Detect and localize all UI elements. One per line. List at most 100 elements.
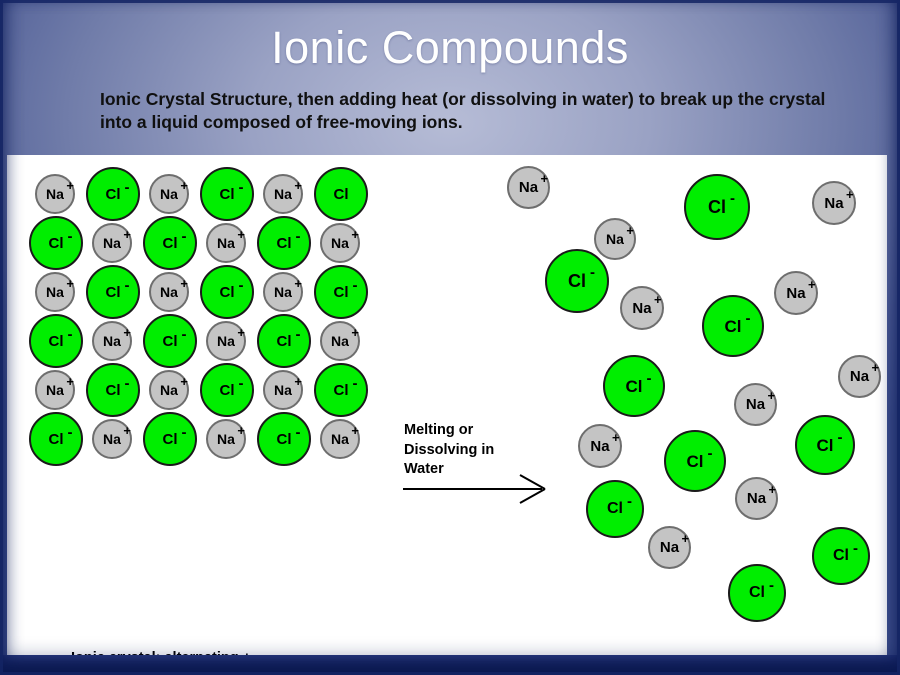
ion-charge: - (181, 227, 187, 245)
chloride-ion: Cl- (257, 314, 311, 368)
ion-charge: - (67, 325, 73, 343)
chloride-ion: Cl- (603, 355, 665, 417)
sodium-ion: Na+ (149, 174, 189, 214)
ion-charge: - (352, 374, 358, 392)
ion-symbol: Na+ (331, 423, 359, 447)
ion-symbol: Cl- (105, 276, 130, 301)
ion-symbol: Na+ (331, 227, 359, 251)
ion-charge: - (124, 374, 130, 392)
chloride-ion: Cl- (545, 249, 609, 313)
chloride-ion: Cl- (684, 174, 750, 240)
ion-charge: + (612, 429, 620, 445)
chloride-ion: Cl- (29, 412, 83, 466)
ion-charge: - (745, 309, 751, 327)
ion-symbol: Na+ (160, 374, 188, 398)
ion-charge: - (181, 423, 187, 441)
ion-charge: - (646, 369, 652, 387)
ion-symbol: Cl- (607, 493, 632, 517)
sodium-ion: Na+ (263, 174, 303, 214)
slide-bottom-bar (0, 655, 900, 675)
ion-charge: + (654, 291, 662, 307)
sodium-ion: Na+ (648, 526, 691, 569)
ion-symbol: Cl- (219, 374, 244, 399)
ion-charge: + (681, 531, 690, 546)
ion-charge: - (67, 227, 73, 245)
ion-symbol: Na+ (217, 325, 245, 349)
ion-charge: - (238, 178, 244, 196)
ion-charge: + (767, 388, 776, 403)
ion-symbol: Cl- (724, 309, 751, 336)
ion-symbol: Na+ (746, 482, 777, 507)
chloride-ion: Cl- (257, 216, 311, 270)
ion-charge: - (67, 423, 73, 441)
ion-symbol: Cl- (48, 227, 73, 252)
sodium-ion: Na+ (320, 419, 360, 459)
sodium-ion: Na+ (578, 424, 622, 468)
chloride-ion: Cl- (664, 430, 726, 492)
ion-charge: + (66, 374, 74, 389)
ion-charge: - (124, 178, 130, 196)
sodium-ion: Na+ (206, 223, 246, 263)
chloride-ion: Cl- (29, 216, 83, 270)
ion-symbol: Na+ (274, 374, 302, 398)
ion-symbol: Cl- (105, 374, 130, 399)
sodium-ion: Na+ (206, 321, 246, 361)
ion-charge: + (123, 325, 131, 340)
ion-charge: - (769, 577, 774, 594)
transition-label: Melting or Dissolving in Water (404, 422, 495, 478)
sodium-ion: Na+ (92, 419, 132, 459)
ion-charge: + (294, 178, 302, 193)
ion-charge: + (626, 223, 634, 238)
ion-symbol: Na+ (518, 171, 549, 196)
ion-symbol: Na+ (590, 429, 620, 455)
sodium-ion: Na+ (92, 223, 132, 263)
chloride-ion: Cl- (86, 167, 140, 221)
ion-symbol: Na+ (331, 325, 359, 349)
sodium-ion: Na+ (263, 370, 303, 410)
ion-symbol: Na+ (160, 178, 188, 202)
chloride-ion: Cl- (200, 265, 254, 319)
sodium-ion: Na+ (838, 355, 881, 398)
chloride-ion: Cl- (795, 415, 855, 475)
sodium-ion: Na+ (206, 419, 246, 459)
ion-symbol: Na+ (160, 276, 188, 300)
ion-charge: - (295, 325, 301, 343)
ion-symbol: Cl- (276, 227, 301, 252)
chloride-ion: Cl- (143, 412, 197, 466)
ion-charge: - (352, 276, 358, 294)
ion-symbol: Na+ (46, 276, 74, 300)
ion-symbol: Cl- (333, 276, 358, 301)
sodium-ion: Na+ (92, 321, 132, 361)
ion-symbol: Na+ (103, 325, 131, 349)
ion-charge: + (768, 482, 777, 497)
chloride-ion: Cl- (812, 527, 870, 585)
chloride-ion: Cl (314, 167, 368, 221)
sodium-ion: Na+ (35, 370, 75, 410)
ion-charge: + (540, 171, 549, 186)
chloride-ion: Cl- (29, 314, 83, 368)
ion-symbol: Cl (333, 185, 349, 203)
ion-symbol: Na+ (745, 388, 776, 413)
ion-symbol: Na+ (274, 178, 302, 202)
ion-symbol: Cl- (219, 178, 244, 203)
chloride-ion: Cl- (728, 564, 786, 622)
ion-symbol: Cl- (162, 423, 187, 448)
ion-charge: - (837, 428, 843, 446)
ion-symbol: Cl- (276, 325, 301, 350)
sodium-ion: Na+ (320, 321, 360, 361)
chloride-ion: Cl- (314, 265, 368, 319)
chloride-ion: Cl- (586, 480, 644, 538)
ion-charge: + (123, 423, 131, 438)
chloride-ion: Cl- (200, 167, 254, 221)
sodium-ion: Na+ (149, 272, 189, 312)
ion-symbol: Na+ (103, 227, 131, 251)
ion-charge: - (295, 423, 301, 441)
ion-symbol: Cl- (276, 423, 301, 448)
sodium-ion: Na+ (149, 370, 189, 410)
chloride-ion: Cl- (143, 216, 197, 270)
chloride-ion: Cl- (200, 363, 254, 417)
ion-symbol: Cl- (105, 178, 130, 203)
ion-charge: - (238, 276, 244, 294)
ion-charge: - (707, 444, 713, 462)
ion-charge: - (627, 493, 632, 510)
